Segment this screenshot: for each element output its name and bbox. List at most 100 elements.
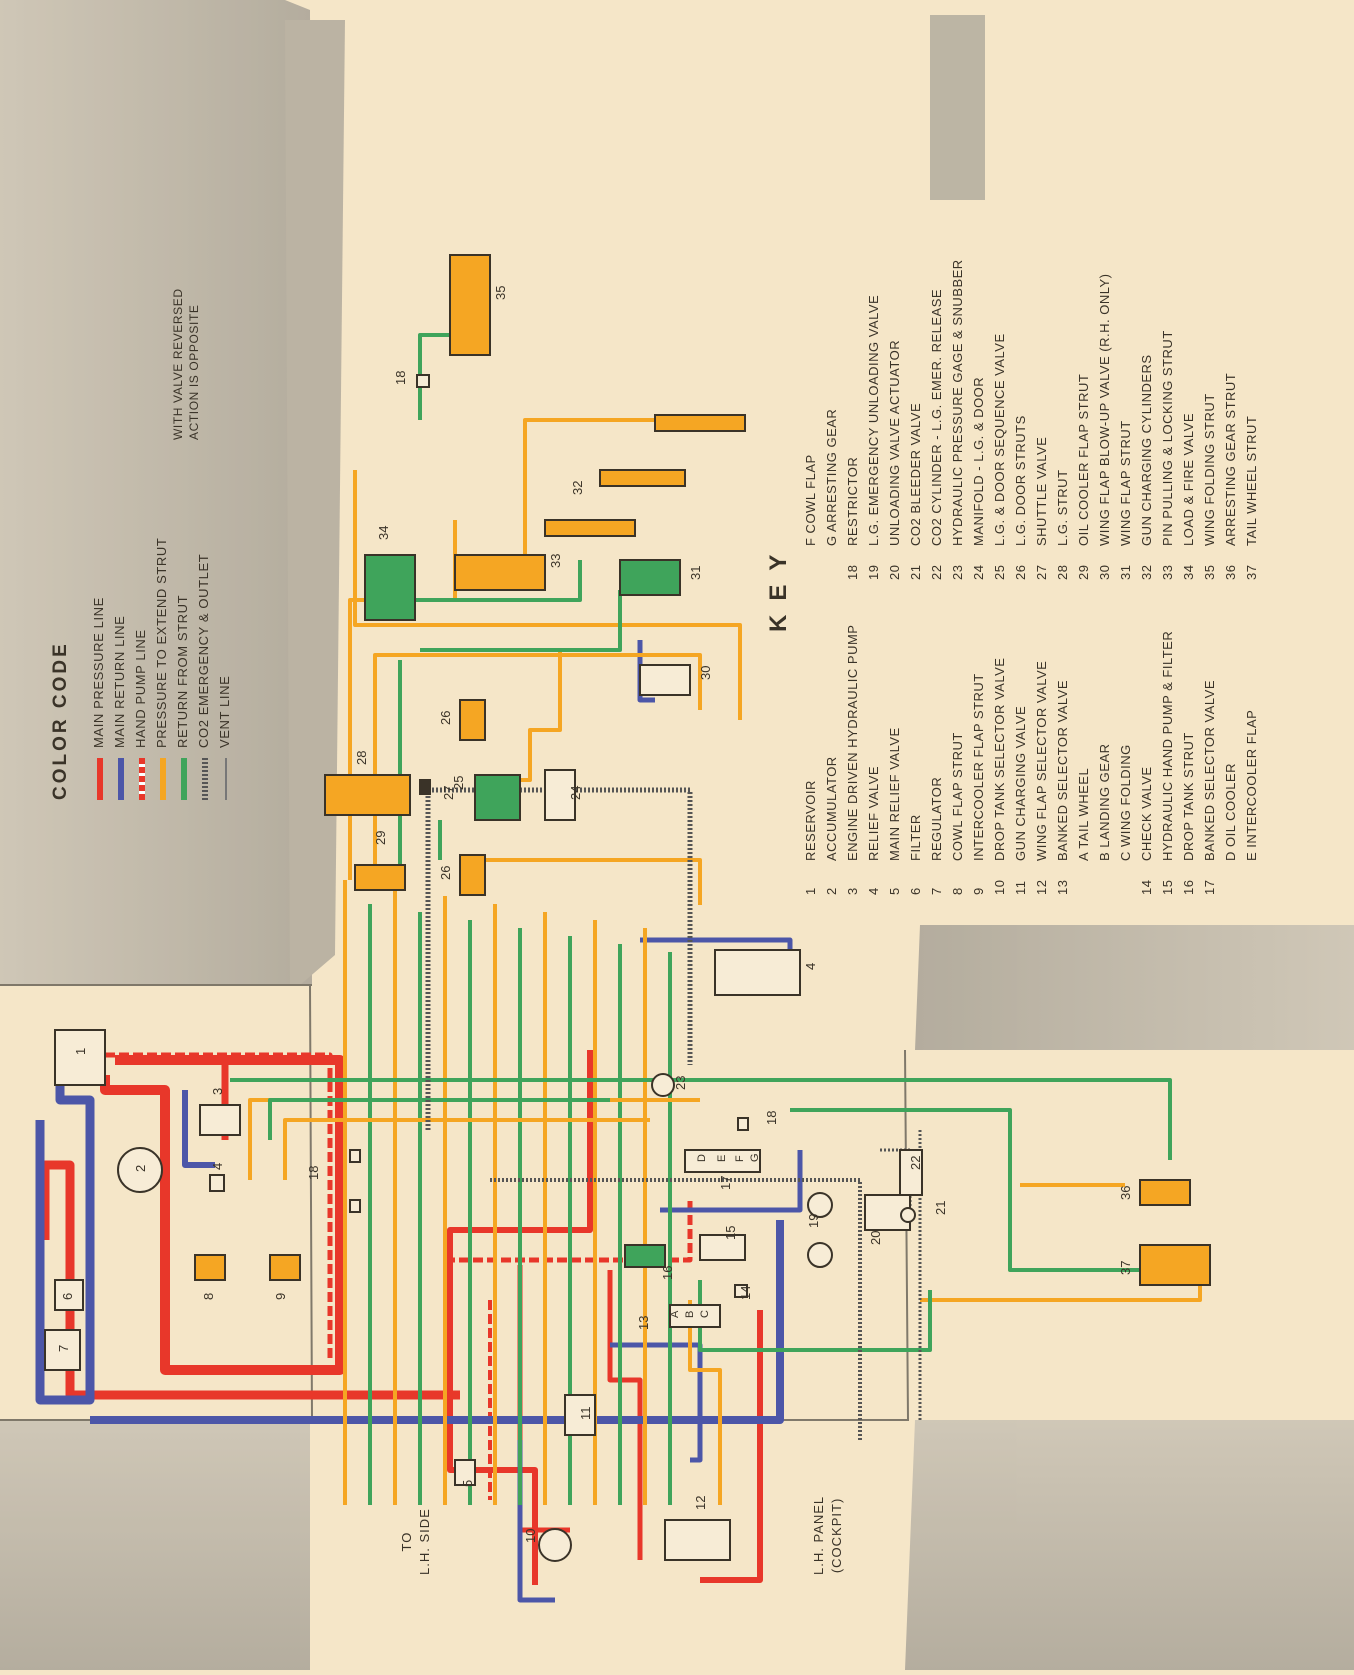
- valve-port-label: E: [716, 1155, 728, 1162]
- main-pressure-line: [447, 1050, 593, 1585]
- key-entry-number: 26: [1013, 564, 1028, 580]
- color-code-label: VENT LINE: [217, 675, 232, 748]
- key-entry-number: 27: [1034, 564, 1049, 580]
- valve-port-label: B: [684, 1311, 696, 1318]
- key-entry-text: WING FLAP SELECTOR VALVE: [1034, 660, 1049, 861]
- key-entry-number: 24: [971, 564, 986, 580]
- key-entry-number: 36: [1223, 564, 1238, 580]
- blow-up-valve-30: [639, 664, 691, 696]
- gun-charging-cyl-32b: [599, 469, 686, 487]
- key-entry: 4RELIEF VALVE: [863, 625, 884, 895]
- to-lh-side-label: TO L.H. SIDE: [398, 1508, 434, 1575]
- co2-cylinder-22: [899, 1149, 923, 1196]
- key-entry-text: UNLOADING VALVE ACTUATOR: [887, 339, 902, 546]
- structure-top-right: [930, 15, 985, 200]
- key-entry: 18RESTRICTOR: [842, 259, 863, 580]
- main-return-line: [182, 1090, 215, 1168]
- key-entry-text: HYDRAULIC HAND PUMP & FILTER: [1160, 630, 1175, 861]
- color-code-entry: CO2 EMERGENCY & OUTLET: [193, 538, 214, 800]
- key-entry-text: L.G. DOOR STRUTS: [1013, 415, 1028, 546]
- valve-port-label: D: [696, 1154, 708, 1162]
- restrictor-18d: [416, 374, 430, 388]
- drop-tank-selector-10: [538, 1528, 572, 1562]
- key-entry-number: 30: [1097, 564, 1112, 580]
- lg-strut-28: [324, 774, 411, 816]
- color-code-entry: MAIN PRESSURE LINE: [88, 538, 109, 800]
- key-entry: 35WING FOLDING STRUT: [1199, 259, 1220, 580]
- key-entry-number: 28: [1055, 564, 1070, 580]
- retract-line: [410, 560, 582, 602]
- component-label: 4: [803, 963, 818, 970]
- color-code-label: MAIN PRESSURE LINE: [91, 597, 106, 748]
- component-label: 18: [306, 1166, 321, 1180]
- key-entry: 15 HYDRAULIC HAND PUMP & FILTER: [1157, 625, 1178, 895]
- wing-flap-strut-31: [619, 559, 681, 596]
- component-label: 16: [660, 1266, 675, 1280]
- main-return-line: [610, 1342, 703, 1463]
- relief-valve-4: [209, 1174, 225, 1192]
- component-label: 24: [568, 786, 583, 800]
- key-entry-number: 17: [1202, 879, 1217, 895]
- bracket-note-line-2: ACTION IS OPPOSITE: [187, 304, 201, 441]
- key-entry-number: 10: [992, 879, 1007, 895]
- valve-port-label: A: [669, 1310, 681, 1318]
- component-label: 13: [636, 1316, 651, 1330]
- key-entry-text: WING FLAP STRUT: [1118, 420, 1133, 546]
- lh-panel-line-2: (COCKPIT): [829, 1497, 844, 1574]
- cowl-flap-strut-8: [194, 1254, 226, 1281]
- key-entry: 8COWL FLAP STRUT: [947, 625, 968, 895]
- to-label: TO: [399, 1531, 414, 1552]
- key-entry-text: GUN CHARGING CYLINDERS: [1139, 354, 1154, 546]
- key-entry: 32GUN CHARGING CYLINDERS: [1136, 259, 1157, 580]
- color-code-title: COLOR CODE: [50, 641, 71, 800]
- hand-pump-line: [105, 1052, 333, 1360]
- main-return-line: [90, 1220, 784, 1424]
- extend-line: [480, 650, 562, 782]
- structure-bottom-left: [0, 1420, 310, 1670]
- key-entry-text: WING FLAP BLOW-UP VALVE (R.H. ONLY): [1097, 273, 1112, 547]
- extend-line: [283, 1118, 650, 1180]
- key-entry: 36ARRESTING GEAR STRUT: [1220, 259, 1241, 580]
- key-entry-text: RELIEF VALVE: [866, 765, 881, 861]
- hand-pump-line: [445, 1200, 693, 1263]
- extend-line: [688, 1300, 722, 1505]
- key-entry: 22CO2 CYLINDER - L.G. EMER. RELEASE: [926, 259, 947, 580]
- key-entry: C WING FOLDING: [1115, 625, 1136, 895]
- key-entry-number: 34: [1181, 564, 1196, 580]
- component-label: 2: [133, 1165, 148, 1172]
- key-entry-text: BANKED SELECTOR VALVE: [1055, 679, 1070, 861]
- key-entry-number: 12: [1034, 879, 1049, 895]
- key-entry-number: 13: [1055, 879, 1070, 895]
- key-entry: 11GUN CHARGING VALVE: [1010, 625, 1031, 895]
- key-entry-text: A TAIL WHEEL: [1076, 767, 1091, 861]
- component-label: 27: [441, 786, 456, 800]
- lh-panel-label: L.H. PANEL (COCKPIT): [810, 1496, 846, 1575]
- key-entry-number: 23: [950, 564, 965, 580]
- component-label: 4: [210, 1163, 225, 1170]
- key-entry-number: 2: [824, 887, 839, 895]
- color-code-label: MAIN RETURN LINE: [112, 615, 127, 748]
- key-entry: 10 DROP TANK SELECTOR VALVE: [989, 625, 1010, 895]
- component-label: 31: [688, 566, 703, 580]
- key-entry: 37TAIL WHEEL STRUT: [1241, 259, 1262, 580]
- key-entry-number: 14: [1139, 879, 1154, 895]
- tail-wheel-strut-37: [1139, 1244, 1211, 1286]
- key-entry: 7REGULATOR: [926, 625, 947, 895]
- key-entry-text: REGULATOR: [929, 776, 944, 861]
- bracket-note-line-1: WITH VALVE REVERSED: [171, 288, 185, 440]
- component-label: 19: [806, 1214, 821, 1228]
- key-entry: 31 WING FLAP STRUT: [1115, 259, 1136, 580]
- key-entry-text: RESERVOIR: [803, 780, 818, 861]
- key-entry-number: 15: [1160, 879, 1175, 895]
- key-entry-number: 31: [1118, 564, 1133, 580]
- key-entry-text: CO2 BLEEDER VALVE: [908, 402, 923, 546]
- main-return-line: [637, 640, 655, 703]
- key-entry-text: DROP TANK SELECTOR VALVE: [992, 657, 1007, 861]
- relief-valve-bank: [714, 949, 801, 996]
- main-relief-5: [454, 1459, 476, 1486]
- pressure-gage-23: [651, 1073, 675, 1097]
- key-entry-text: RESTRICTOR: [845, 456, 860, 546]
